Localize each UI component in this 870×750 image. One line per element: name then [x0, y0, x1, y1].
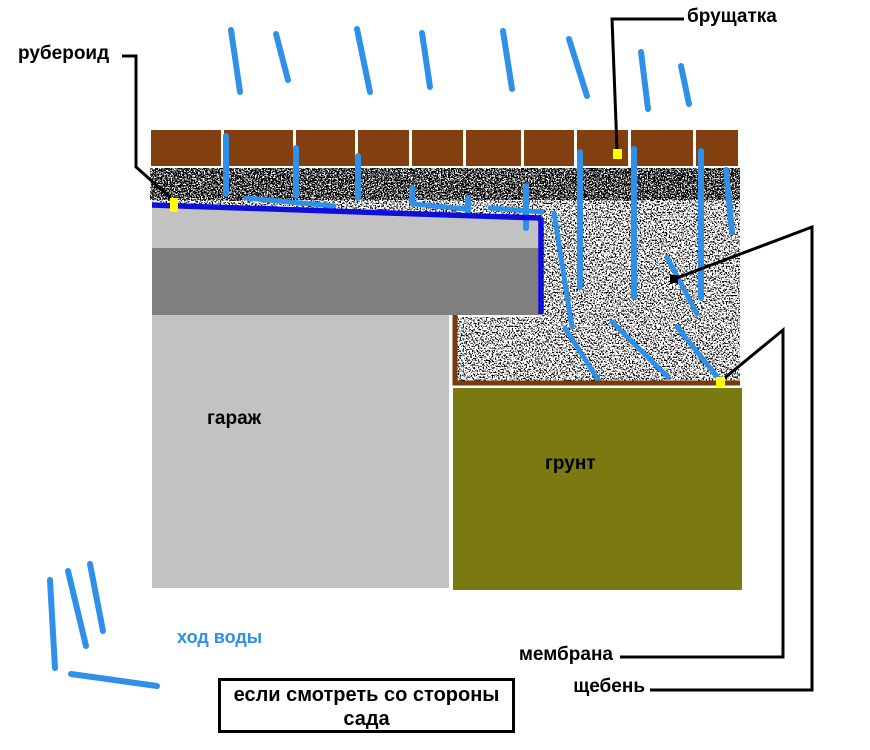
- gravel-speckle-dense-strip: [150, 168, 740, 200]
- paving-block: [151, 130, 221, 166]
- label-brushchatka: брущатка: [687, 6, 777, 27]
- label-garage: гараж: [207, 408, 262, 429]
- paving-block: [224, 130, 293, 166]
- rain-strokes: [223, 26, 735, 301]
- ruberoid-pointer: [122, 54, 172, 200]
- paving-block: [631, 130, 693, 166]
- soil-block: [453, 388, 742, 590]
- label-hod-vody: ход воды: [177, 627, 263, 647]
- paving-block: [412, 130, 463, 166]
- gravel-speckle-layer: [150, 168, 740, 383]
- brushchatka-pointer: [610, 17, 684, 150]
- membrane-line: [452, 315, 740, 386]
- caption-line2: сада: [343, 708, 390, 730]
- label-membrana: мембрана: [518, 644, 613, 665]
- membrana-pointer: [620, 326, 785, 659]
- pointer-lines: [122, 17, 814, 692]
- garage-wall: [152, 315, 449, 588]
- membrana-marker: [716, 377, 725, 387]
- ruberoid-marker: [170, 198, 178, 212]
- paving-block: [358, 130, 409, 166]
- caption-line1: если смотреть со стороны: [233, 684, 500, 706]
- paving-block: [296, 130, 355, 166]
- shcheben-pointer: [650, 224, 814, 692]
- paving-block: [577, 130, 628, 166]
- shcheben-marker: [670, 275, 678, 283]
- garage-roof-beam: [152, 248, 541, 315]
- roofing-felt-line: [151, 202, 544, 314]
- label-ruberoid: рубероид: [18, 43, 110, 64]
- paving-block: [524, 130, 574, 166]
- caption-box: если смотреть со стороны сада: [218, 678, 515, 733]
- paving-row: [151, 130, 738, 166]
- paving-block: [466, 130, 521, 166]
- brushchatka-marker: [613, 149, 622, 159]
- label-grunt: грунт: [545, 453, 596, 474]
- label-shcheben: щебень: [573, 676, 645, 697]
- water-flow-strokes: [47, 195, 722, 689]
- garage-roof-slab: [152, 206, 541, 248]
